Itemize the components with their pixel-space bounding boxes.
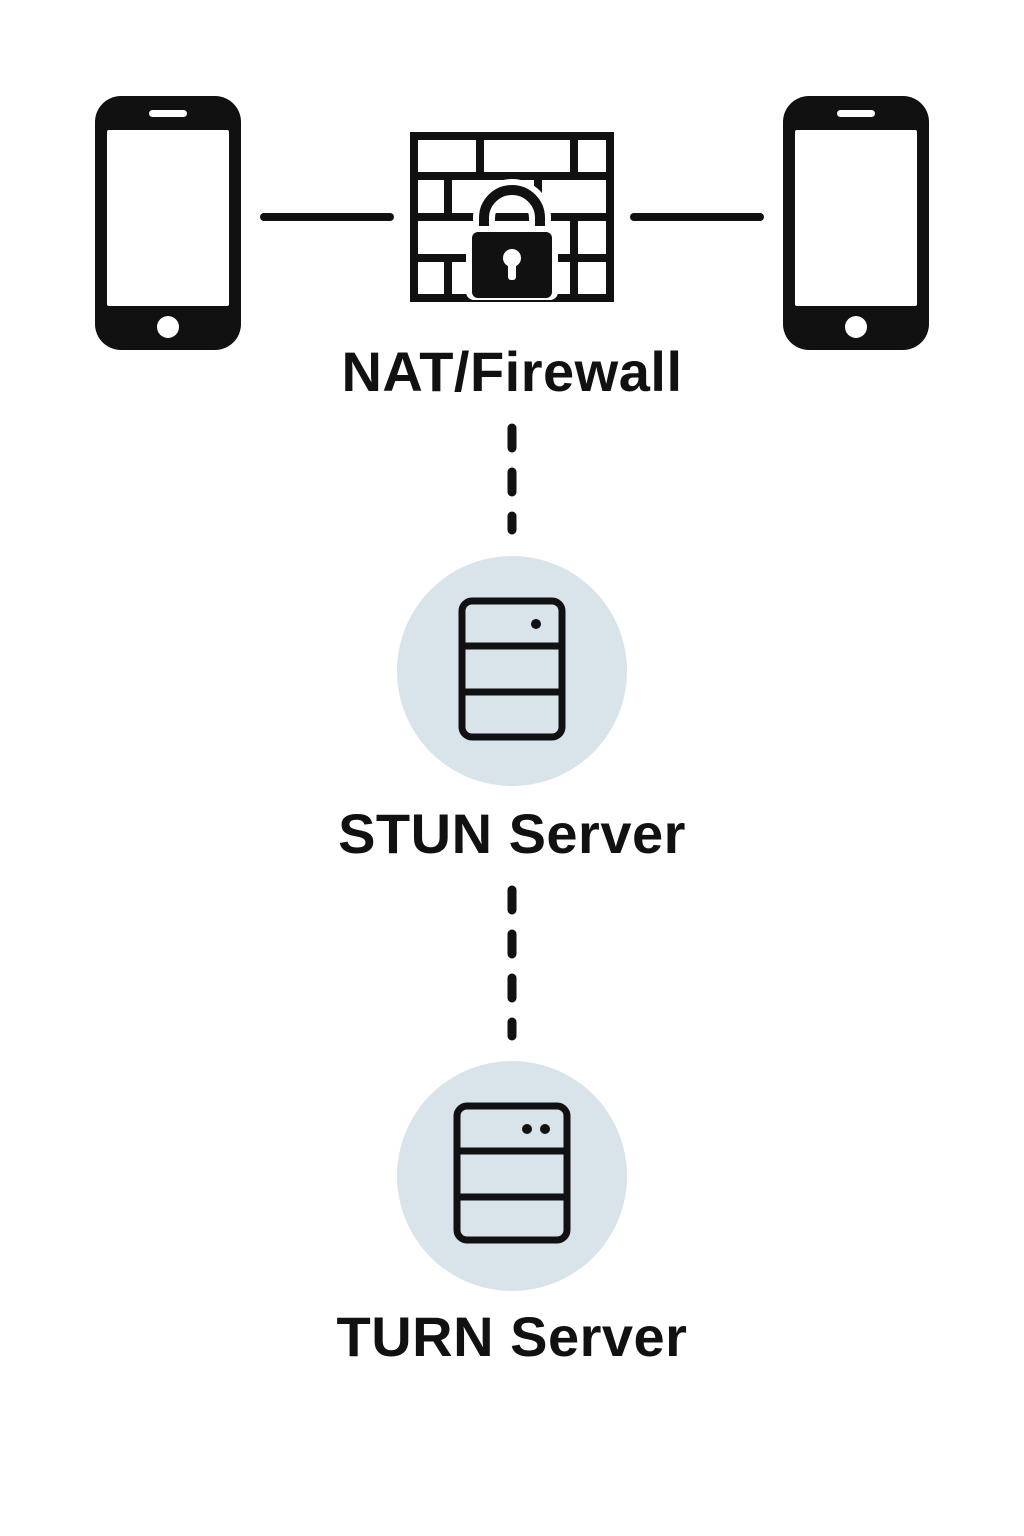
turn-server-node bbox=[397, 1061, 627, 1291]
firewall-lock-icon bbox=[410, 132, 614, 302]
right-smartphone-icon bbox=[783, 96, 929, 350]
turn-server-label: TURN Server bbox=[336, 1305, 688, 1368]
stun-server-node bbox=[397, 556, 627, 786]
stun-server-circle bbox=[397, 556, 627, 786]
left-smartphone-icon bbox=[95, 96, 241, 350]
turn-server-circle bbox=[397, 1061, 627, 1291]
stun-server-label: STUN Server bbox=[338, 802, 686, 865]
stun-server-icon bbox=[458, 597, 566, 741]
turn-server-icon bbox=[453, 1102, 571, 1244]
firewall-label: NAT/Firewall bbox=[341, 340, 683, 403]
